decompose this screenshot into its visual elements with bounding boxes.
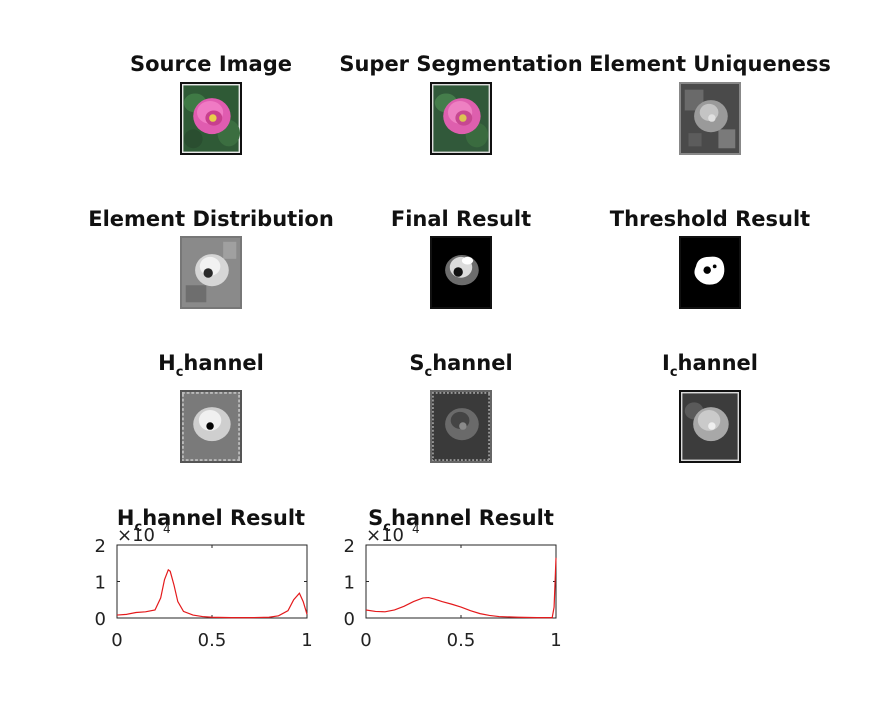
super-segmentation-image <box>430 82 492 155</box>
element-uniqueness-image <box>679 82 741 155</box>
exponent-label-1: ×10 <box>366 525 404 546</box>
final-result-image <box>430 236 492 309</box>
y-tick-label-1-2: 2 <box>344 536 355 557</box>
title-element-uniqueness: Element Uniqueness <box>589 52 831 76</box>
x-tick-label-0-1: 0.5 <box>198 630 227 651</box>
s-channel-image <box>430 390 492 463</box>
y-tick-label-0-2: 2 <box>95 536 106 557</box>
title-threshold-result: Threshold Result <box>609 207 811 231</box>
series-line-0-0 <box>116 568 308 619</box>
h-channel-image <box>180 390 242 463</box>
x-tick-label-0-2: 1 <box>301 630 312 651</box>
exponent-power-0: 4 <box>163 522 171 536</box>
title-super-segmentation: Super Segmentation <box>339 52 583 76</box>
x-tick-label-1-1: 0.5 <box>447 630 476 651</box>
y-tick-label-0-1: 1 <box>95 573 106 594</box>
i-channel-image <box>679 390 741 463</box>
plot-area-0 <box>116 544 308 619</box>
exponent-power-1: 4 <box>412 522 420 536</box>
title-element-distribution: Element Distribution <box>88 207 334 231</box>
threshold-result-image <box>679 236 741 309</box>
source-image <box>180 82 242 155</box>
title-s-channel: Schannel <box>409 351 513 380</box>
series-line-1-0 <box>365 557 557 619</box>
title-final-result: Final Result <box>390 207 532 231</box>
title-source-image: Source Image <box>129 52 293 76</box>
title-h-channel: Hchannel <box>158 351 264 380</box>
plot-area-1 <box>365 544 557 619</box>
y-tick-label-0-0: 0 <box>95 609 106 630</box>
x-tick-label-0-0: 0 <box>111 630 122 651</box>
x-tick-label-1-2: 1 <box>550 630 561 651</box>
title-h-channel-result: Hchannel Result <box>116 506 306 535</box>
title-s-channel-result: Schannel Result <box>368 506 554 535</box>
element-distribution-image <box>180 236 242 309</box>
title-i-channel: Ichannel <box>661 351 759 380</box>
y-tick-label-1-0: 0 <box>344 609 355 630</box>
x-tick-label-1-0: 0 <box>360 630 371 651</box>
y-tick-label-1-1: 1 <box>344 573 355 594</box>
exponent-label-0: ×10 <box>117 525 155 546</box>
